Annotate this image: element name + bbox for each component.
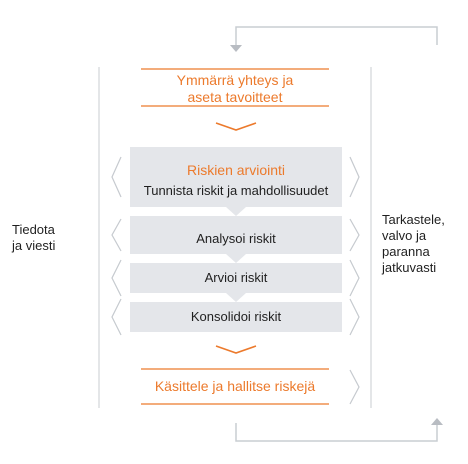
bottom-step-text: Käsittele ja hallitse riskejä [154,378,316,394]
flow-chevron-1-icon [215,122,257,131]
box-consolidate [130,302,342,332]
right-chevron-2-icon [349,218,360,252]
right-chevron-1-icon [349,156,360,198]
box-assessment [130,147,342,207]
right-label-line2: valvo ja [382,228,427,243]
box-analyze [130,216,342,254]
identify-step: Tunnista riskit ja mahdollisuudet [143,183,329,198]
right-chevron-5-icon [349,369,360,405]
connector-3 [226,293,246,302]
feedback-line-bottom [235,423,438,442]
left-label: Tiedota ja viesti [12,222,92,254]
right-chevron-4-icon [349,298,360,336]
right-label-line3: paranna [382,244,430,259]
left-label-line1: Tiedota [12,222,55,237]
feedback-arrow-down-icon [230,45,242,52]
right-label-line1: Tarkastele, [382,212,445,227]
left-chevron-3-icon [111,259,122,297]
left-label-line2: ja viesti [12,238,56,253]
top-step-line1: Ymmärrä yhteys ja [176,72,294,88]
connector-1 [226,207,246,216]
analyze-step: Analysoi riskit [196,231,276,246]
feedback-line-top [235,26,438,46]
left-chevron-4-icon [111,298,122,336]
connector-2 [226,254,246,263]
box-evaluate [130,263,342,293]
assessment-title: Riskien arviointi [186,162,286,178]
right-label: Tarkastele, valvo ja paranna jatkuvasti [382,212,464,276]
feedback-arrow-up-icon [431,418,443,425]
consolidate-step: Konsolidoi riskit [190,309,282,324]
right-label-line4: jatkuvasti [382,260,437,275]
left-chevron-2-icon [111,218,122,252]
top-step-line2: aseta tavoitteet [187,89,283,105]
top-step-text: Ymmärrä yhteys ja aseta tavoitteet [141,72,329,106]
evaluate-step: Arvioi riskit [204,270,268,285]
right-chevron-3-icon [349,259,360,297]
left-chevron-1-icon [111,156,122,198]
flow-chevron-2-icon [215,345,257,354]
